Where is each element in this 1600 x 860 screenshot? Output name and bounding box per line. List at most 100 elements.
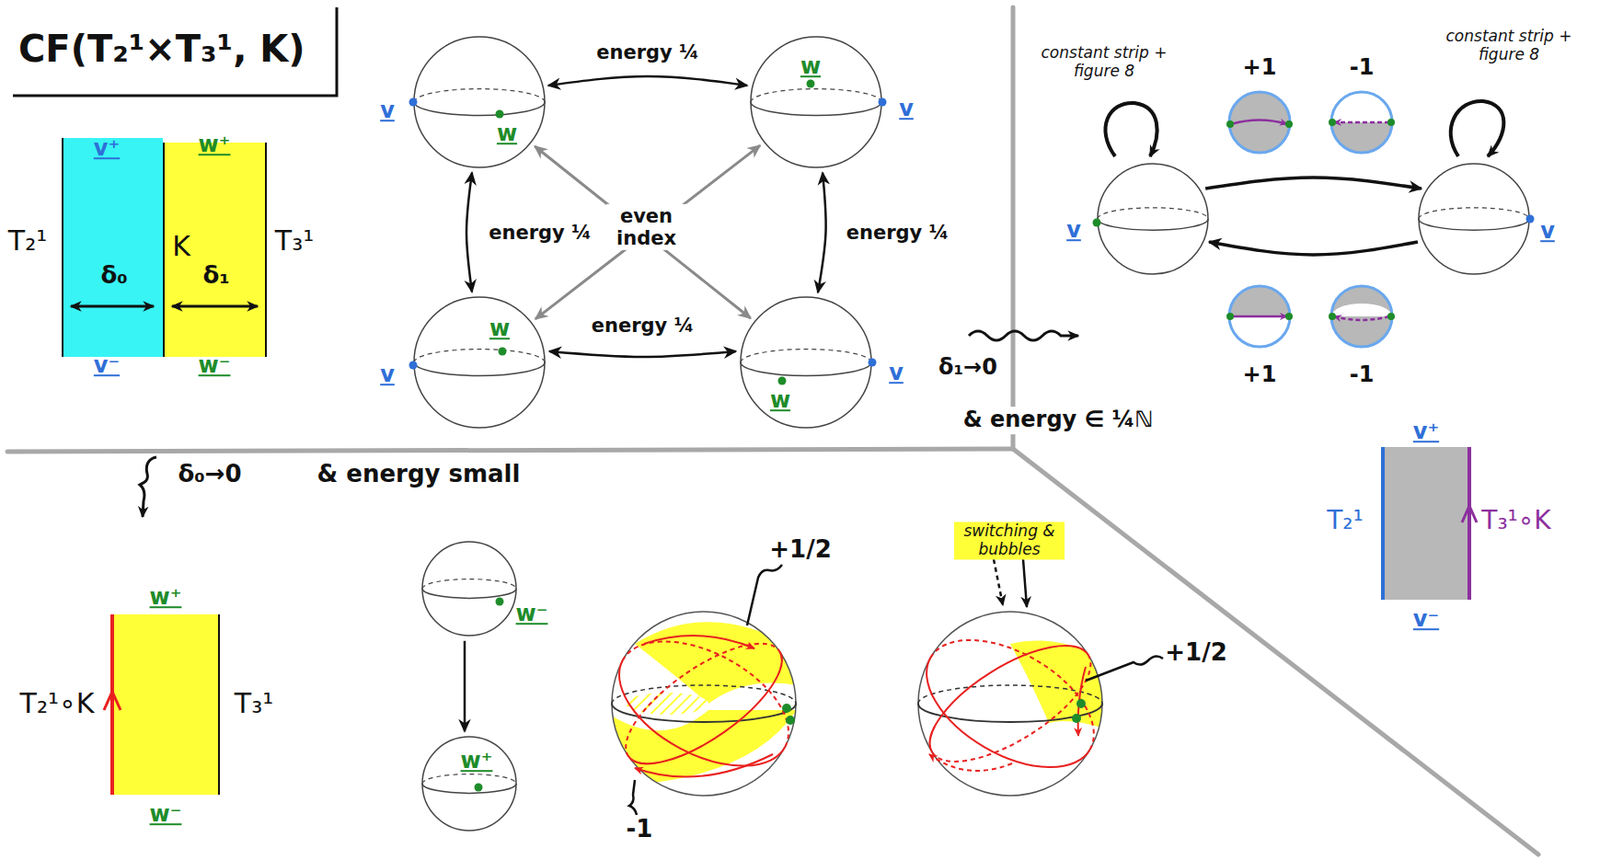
limit-arrow	[139, 331, 1079, 518]
sphere-node: v	[1417, 162, 1531, 276]
width-arrow	[70, 305, 154, 309]
edge-arrow	[466, 172, 472, 293]
bubble-sphere	[905, 613, 1116, 794]
sphere-equator	[1418, 207, 1530, 219]
edge-label: energy ¼	[484, 219, 596, 244]
sphere-equator	[414, 89, 545, 103]
point-label: v	[1066, 218, 1082, 244]
point-dot	[1526, 215, 1535, 224]
annotation-label: w⁻	[198, 353, 231, 380]
disc-icon	[1226, 312, 1234, 321]
bubble-sphere	[611, 685, 796, 704]
point-dot	[498, 347, 507, 357]
edge-label: even index	[606, 203, 688, 250]
bubble-sphere	[628, 651, 800, 786]
edge-arrow	[817, 172, 827, 293]
sphere-equator	[414, 102, 545, 116]
annotation-label: w⁺	[149, 585, 183, 611]
bubble-sphere	[607, 621, 797, 784]
limit-arrow	[968, 331, 1079, 341]
edge-arrow	[549, 351, 737, 357]
edge-arrow	[548, 76, 748, 86]
strip-gray	[1461, 506, 1477, 523]
sphere-equator	[414, 362, 545, 376]
annotation-label: T₃¹	[275, 225, 314, 258]
bubble-sphere	[1071, 713, 1082, 724]
disc-icon	[1334, 316, 1390, 321]
width-arrow	[63, 138, 165, 357]
annotation-label: +1/2	[769, 536, 831, 565]
sphere-node: vw	[413, 296, 546, 429]
sphere-equator	[1418, 218, 1530, 231]
annotation-label: K	[172, 230, 191, 264]
disc-icon	[1331, 303, 1393, 317]
disc-icon	[1387, 312, 1395, 321]
annotation-label: v⁺	[1413, 419, 1439, 446]
bubble-sphere	[608, 622, 780, 758]
annotation-label: & energy ∈ ¼ℕ	[959, 406, 1158, 435]
strip-yellow	[112, 614, 219, 795]
title-bracket	[12, 7, 337, 96]
leader-line	[629, 780, 637, 816]
sphere-outline	[413, 296, 546, 429]
bubble-sphere	[929, 754, 1013, 772]
sphere-equator	[422, 588, 517, 599]
edge-arrow	[1208, 241, 1418, 255]
bubble-sphere	[918, 611, 1103, 796]
annotation-label: T₂¹∘K	[20, 688, 95, 721]
point-label: v	[379, 362, 395, 389]
leader-line	[747, 564, 783, 626]
point-label: w	[496, 121, 518, 148]
sphere-outline	[413, 35, 546, 169]
annotation-label: -1	[626, 816, 654, 844]
disc-icon	[1331, 286, 1393, 347]
annotation-label: δ₀→0	[177, 460, 242, 489]
disc-icon	[1328, 286, 1395, 347]
annotation-label: & energy small	[317, 460, 521, 489]
limit-arrow	[139, 457, 157, 518]
leader-line	[1023, 559, 1027, 608]
sphere-outline	[421, 541, 518, 637]
strip-gray	[1382, 447, 1477, 600]
strip-yellow	[110, 614, 115, 795]
point-dot	[1093, 218, 1102, 228]
annotation-label: -1	[1349, 55, 1375, 81]
point-dot	[409, 98, 418, 107]
sphere-equator	[422, 579, 517, 589]
bubble-sphere	[622, 615, 809, 747]
self-loop-arrow	[1105, 101, 1504, 157]
point-label: w	[489, 316, 510, 343]
section-divider	[7, 448, 1013, 452]
bubble-sphere	[634, 621, 797, 704]
strip-yellow	[218, 614, 220, 795]
bubble-sphere	[1076, 699, 1086, 709]
bubble-sphere	[905, 611, 1116, 796]
edge-label: energy ¼	[842, 220, 954, 245]
sphere-equator	[422, 774, 517, 784]
point-dot	[409, 361, 418, 370]
point-dot	[868, 358, 877, 368]
annotation-label: -1	[1349, 362, 1375, 389]
annotation-label: T₂¹	[1326, 506, 1364, 536]
bubble-sphere	[912, 623, 1089, 753]
bubble-sphere	[598, 611, 809, 796]
annotation-label: T₂¹	[8, 225, 47, 258]
bubble-sphere	[785, 715, 795, 726]
annotation-label: T₃¹	[234, 688, 274, 721]
disc-icon	[1229, 286, 1290, 347]
point-dot	[806, 80, 816, 89]
annotation-label: δ₁→0	[934, 354, 1002, 382]
sphere-outline	[739, 296, 873, 429]
disc-icon	[1387, 118, 1395, 127]
disc-icon	[1231, 315, 1288, 319]
bubble-sphere	[644, 635, 755, 649]
leader-line	[629, 559, 1163, 816]
disc-icon	[1334, 121, 1390, 125]
sphere-outline	[1418, 163, 1530, 275]
sphere-outline	[1417, 162, 1531, 276]
bubble-sphere	[598, 615, 809, 792]
disc-icon	[1229, 286, 1290, 317]
width-arrow	[172, 305, 258, 309]
point-label: v	[379, 98, 395, 125]
self-loop-arrow	[1450, 101, 1505, 157]
